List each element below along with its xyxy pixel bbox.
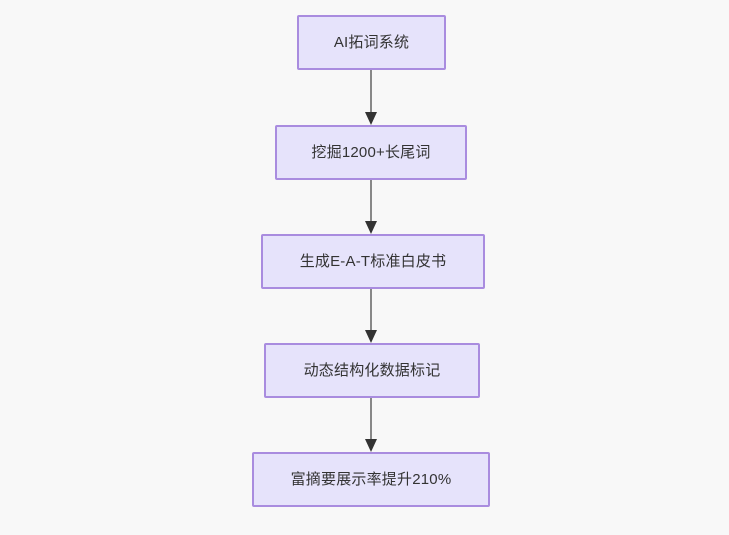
flowchart-node-label: AI拓词系统 (333, 33, 410, 51)
flowchart-node-label: 动态结构化数据标记 (303, 361, 441, 379)
arrowhead-icon-n2-n3 (365, 221, 377, 234)
arrowhead-icon-n4-n5 (365, 439, 377, 452)
flowchart-node-label: 生成E-A-T标准白皮书 (299, 252, 447, 270)
arrowhead-icon-n3-n4 (365, 330, 377, 343)
edge-n2-n3 (365, 180, 377, 234)
edge-n3-n4 (365, 289, 377, 343)
flowchart-node-label: 富摘要展示率提升210% (290, 470, 452, 488)
arrowhead-icon-n1-n2 (365, 112, 377, 125)
edge-n4-n5 (365, 398, 377, 452)
flowchart-node-generate-eat-whitepaper[interactable]: 生成E-A-T标准白皮书 (261, 234, 485, 289)
flowchart-node-dynamic-structured-data-markup[interactable]: 动态结构化数据标记 (264, 343, 480, 398)
flowchart-node-ai-keyword-system[interactable]: AI拓词系统 (297, 15, 446, 70)
flowchart-node-mine-longtail-keywords[interactable]: 挖掘1200+长尾词 (275, 125, 467, 180)
flowchart-node-label: 挖掘1200+长尾词 (311, 143, 431, 161)
edge-n1-n2 (365, 70, 377, 125)
flowchart-node-rich-snippet-rate-increase[interactable]: 富摘要展示率提升210% (252, 452, 490, 507)
